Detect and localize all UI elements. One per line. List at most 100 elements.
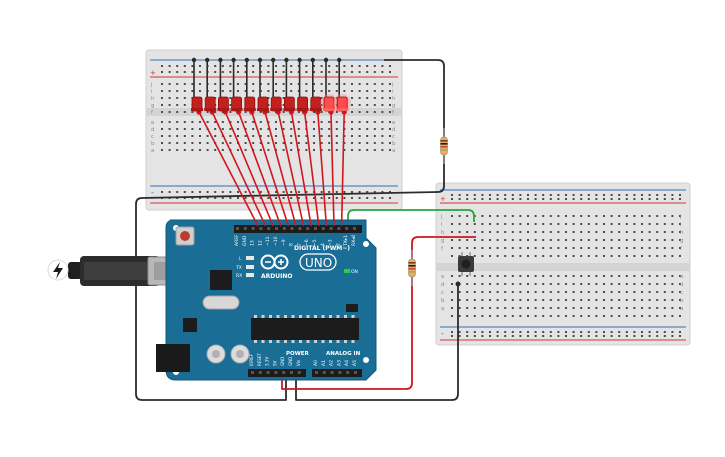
breadboard-hole[interactable]: [549, 239, 552, 241]
breadboard-hole[interactable]: [511, 315, 514, 317]
breadboard-hole[interactable]: [595, 231, 598, 233]
breadboard-hole[interactable]: [473, 299, 476, 301]
breadboard-hole[interactable]: [176, 149, 179, 151]
breadboard-hole[interactable]: [244, 111, 247, 113]
header-pin[interactable]: [330, 371, 334, 374]
breadboard-hole[interactable]: [534, 275, 537, 277]
rail-hole[interactable]: [381, 197, 384, 199]
header-pin[interactable]: [251, 371, 254, 374]
breadboard-hole[interactable]: [641, 291, 643, 293]
breadboard-hole[interactable]: [542, 315, 545, 317]
breadboard-hole[interactable]: [603, 299, 605, 301]
rail-hole[interactable]: [648, 331, 651, 333]
breadboard-hole[interactable]: [618, 283, 621, 285]
breadboard-hole[interactable]: [663, 215, 666, 217]
breadboard-hole[interactable]: [335, 142, 338, 144]
breadboard-hole[interactable]: [176, 121, 179, 123]
breadboard-hole[interactable]: [641, 215, 643, 217]
breadboard-hole[interactable]: [481, 247, 484, 249]
breadboard-hole[interactable]: [358, 121, 361, 123]
rail-hole[interactable]: [504, 198, 507, 200]
rail-hole[interactable]: [534, 331, 537, 333]
breadboard-hole[interactable]: [610, 239, 613, 241]
rail-hole[interactable]: [572, 331, 575, 333]
breadboard-hole[interactable]: [542, 307, 545, 309]
breadboard-hole[interactable]: [504, 239, 507, 241]
breadboard-hole[interactable]: [625, 299, 628, 301]
led[interactable]: [217, 96, 230, 112]
breadboard-hole[interactable]: [206, 111, 209, 113]
rail-hole[interactable]: [451, 198, 453, 200]
rail-hole[interactable]: [549, 331, 552, 333]
breadboard-hole[interactable]: [458, 247, 461, 249]
rail-hole[interactable]: [320, 197, 323, 199]
rail-hole[interactable]: [641, 331, 643, 333]
breadboard-hole[interactable]: [381, 142, 384, 144]
rail-hole[interactable]: [335, 65, 338, 67]
breadboard-hole[interactable]: [237, 135, 239, 137]
breadboard-hole[interactable]: [168, 121, 171, 123]
breadboard-hole[interactable]: [267, 83, 270, 85]
rail-hole[interactable]: [534, 335, 537, 337]
breadboard-hole[interactable]: [206, 135, 209, 137]
header-pin[interactable]: [322, 371, 326, 374]
breadboard-hole[interactable]: [313, 135, 315, 137]
breadboard-hole[interactable]: [229, 128, 232, 130]
breadboard-hole[interactable]: [595, 275, 598, 277]
breadboard-hole[interactable]: [373, 142, 376, 144]
breadboard-hole[interactable]: [237, 90, 239, 92]
breadboard-hole[interactable]: [473, 239, 476, 241]
rail-hole[interactable]: [603, 331, 605, 333]
breadboard-hole[interactable]: [534, 215, 537, 217]
rail-hole[interactable]: [237, 191, 239, 193]
led[interactable]: [270, 96, 283, 112]
breadboard-hole[interactable]: [358, 83, 361, 85]
breadboard-hole[interactable]: [511, 231, 514, 233]
breadboard-hole[interactable]: [519, 255, 522, 257]
breadboard-hole[interactable]: [663, 315, 666, 317]
breadboard-hole[interactable]: [663, 291, 666, 293]
led[interactable]: [283, 96, 296, 112]
breadboard-hole[interactable]: [290, 128, 293, 130]
breadboard-hole[interactable]: [656, 315, 659, 317]
breadboard-hole[interactable]: [358, 104, 361, 106]
breadboard-hole[interactable]: [663, 247, 666, 249]
breadboard-hole[interactable]: [633, 231, 636, 233]
rail-hole[interactable]: [557, 198, 560, 200]
rail-hole[interactable]: [351, 191, 353, 193]
breadboard-hole[interactable]: [313, 90, 315, 92]
breadboard-hole[interactable]: [633, 239, 636, 241]
breadboard-hole[interactable]: [466, 275, 469, 277]
breadboard-hole[interactable]: [199, 149, 201, 151]
gnd-wire-top-board[interactable]: [135, 59, 445, 401]
breadboard-hole[interactable]: [320, 90, 323, 92]
rail-hole[interactable]: [358, 65, 361, 67]
breadboard-hole[interactable]: [335, 90, 338, 92]
rail-hole[interactable]: [343, 71, 346, 73]
breadboard-hole[interactable]: [191, 142, 194, 144]
breadboard-hole[interactable]: [221, 121, 224, 123]
breadboard-hole[interactable]: [527, 283, 529, 285]
breadboard-hole[interactable]: [328, 135, 331, 137]
push-button[interactable]: [455, 252, 475, 287]
breadboard-hole[interactable]: [252, 121, 255, 123]
breadboard-hole[interactable]: [176, 104, 179, 106]
breadboard-hole[interactable]: [451, 307, 453, 309]
breadboard-hole[interactable]: [161, 83, 163, 85]
rail-hole[interactable]: [466, 331, 469, 333]
breadboard-hole[interactable]: [320, 135, 323, 137]
breadboard-hole[interactable]: [214, 121, 217, 123]
led-anode-wire[interactable]: [198, 111, 259, 227]
rail-hole[interactable]: [587, 335, 590, 337]
breadboard-hole[interactable]: [259, 111, 262, 113]
rail-hole[interactable]: [328, 191, 331, 193]
breadboard-hole[interactable]: [366, 149, 369, 151]
breadboard-hole[interactable]: [595, 215, 598, 217]
breadboard-hole[interactable]: [557, 315, 560, 317]
breadboard-hole[interactable]: [161, 90, 163, 92]
breadboard-hole[interactable]: [458, 315, 461, 317]
header-pin[interactable]: [354, 371, 357, 374]
rail-hole[interactable]: [504, 335, 507, 337]
breadboard-hole[interactable]: [275, 83, 277, 85]
breadboard-hole[interactable]: [237, 121, 239, 123]
